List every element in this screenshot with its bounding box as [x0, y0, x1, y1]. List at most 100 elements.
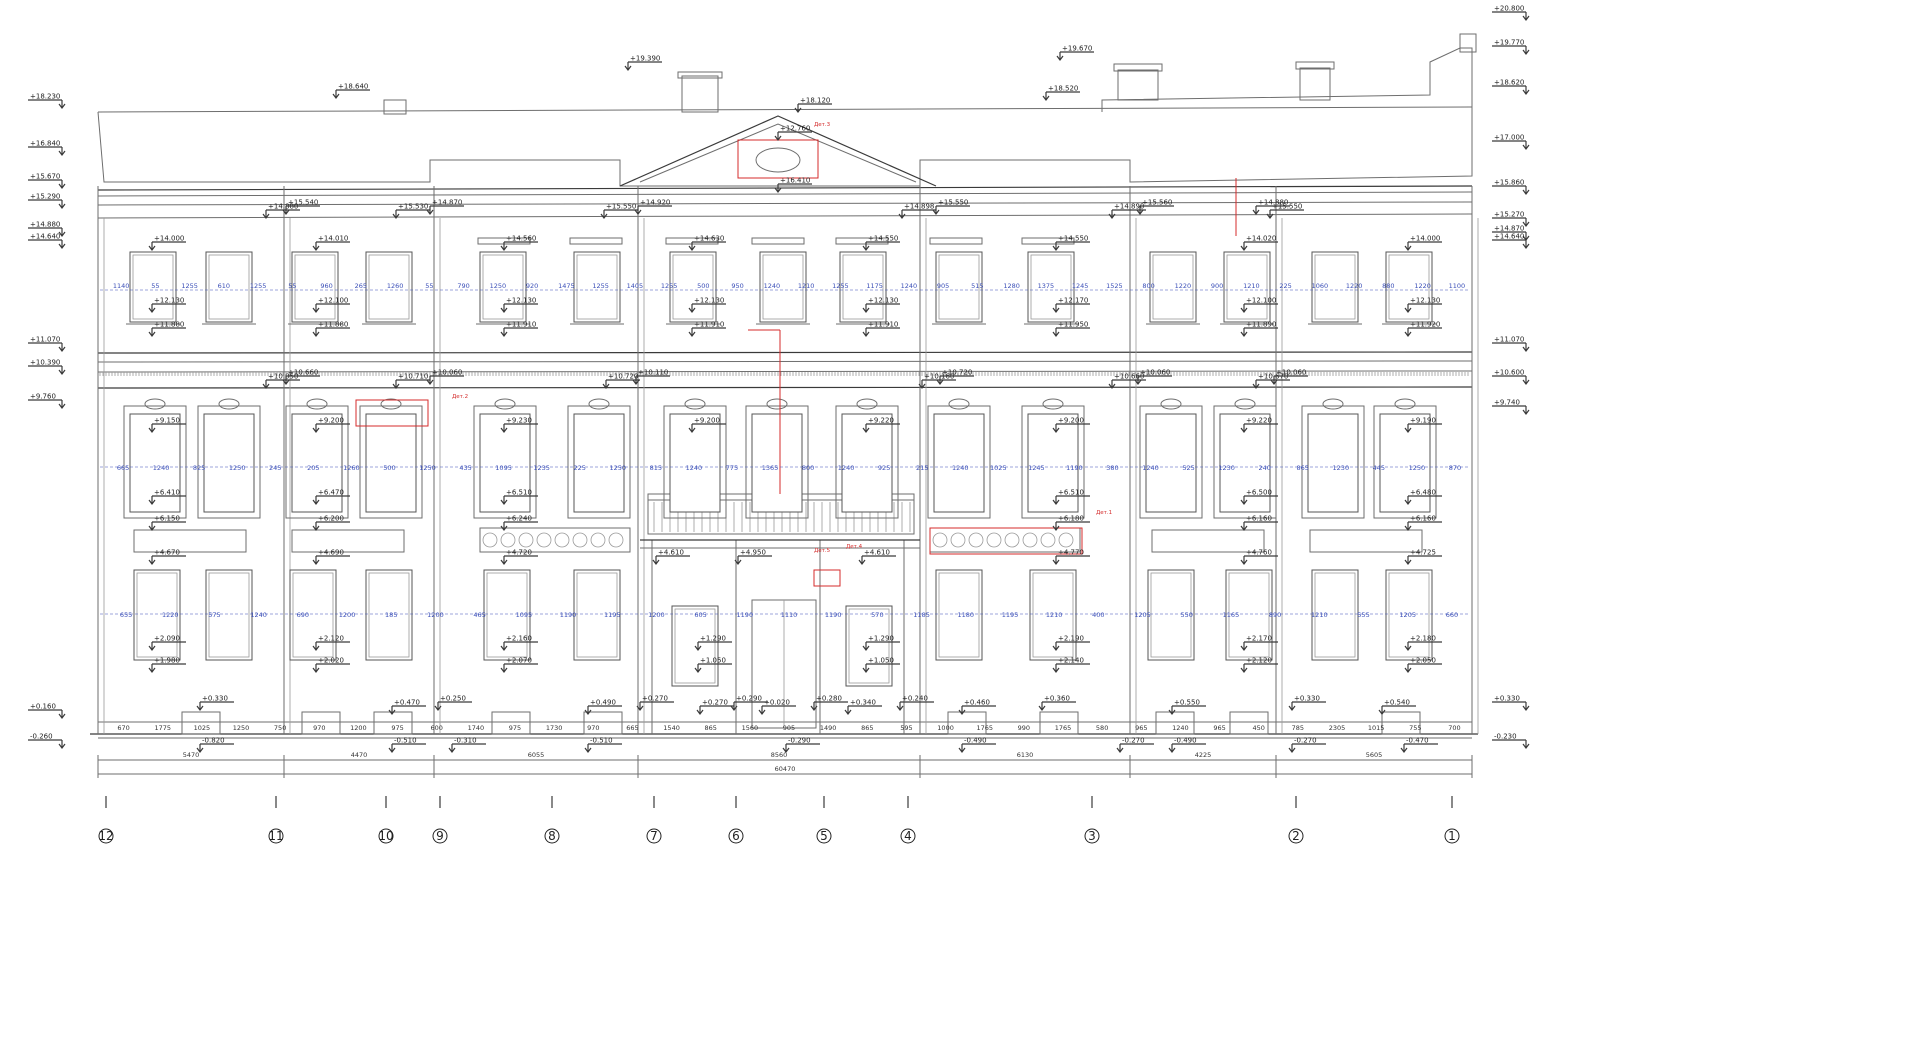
- mid-cornice-level: +10.660: [1114, 373, 1144, 381]
- plinth-dim: 700: [1448, 724, 1460, 732]
- upper-row-dim: 1255: [250, 282, 267, 290]
- bay-dim: 8560: [771, 751, 788, 759]
- ground-window: [1147, 569, 1195, 661]
- upper-sill-level: +12.130: [154, 297, 184, 305]
- upper-sill-level: +12.130: [694, 297, 724, 305]
- mid-cornice-level: +10.110: [638, 369, 668, 377]
- plinth-vent: [181, 711, 221, 735]
- ground-window-inner: [368, 572, 410, 658]
- upper-window-inner: [1226, 254, 1268, 320]
- lower-row-dim: 245: [269, 464, 281, 472]
- level-arrowhead: [196, 747, 204, 753]
- plinth-level: +0.490: [590, 699, 616, 707]
- upper-row-dim: 1210: [798, 282, 815, 290]
- level-arrowhead: [688, 245, 696, 251]
- upper-window: [365, 251, 413, 323]
- level-arrowhead: [58, 243, 66, 249]
- level-arrowhead: [148, 245, 156, 251]
- level-arrowhead: [1270, 379, 1278, 385]
- level-arrowhead: [1240, 307, 1248, 313]
- ground-base-level: +1.050: [700, 657, 726, 665]
- level-arrowhead: [312, 307, 320, 313]
- level-arrowhead: [196, 705, 204, 711]
- upper-sill-level: +12.170: [1058, 297, 1088, 305]
- lower-row-dim: 205: [307, 464, 319, 472]
- axis-label: 4: [904, 829, 912, 843]
- plinth-vent: [1229, 711, 1269, 735]
- lower-row-dim: 1250: [1409, 464, 1426, 472]
- level-arrowhead: [332, 93, 340, 99]
- upper-row-dim: 1100: [1449, 282, 1466, 290]
- lower-window-frame: [745, 405, 809, 519]
- panel: [1151, 529, 1265, 553]
- upper-window-inner: [208, 254, 250, 320]
- level-arrowhead: [600, 213, 608, 219]
- base-level: -0.270: [1122, 737, 1145, 745]
- panel: [1309, 529, 1423, 553]
- ground-window-inner: [1314, 572, 1356, 658]
- lower-row-dim: 445: [1373, 464, 1385, 472]
- upper-row-dim: 950: [731, 282, 743, 290]
- level-arrowhead: [1404, 667, 1412, 673]
- level-arrowhead: [500, 245, 508, 251]
- level-arrowhead: [500, 427, 508, 433]
- right-level-mark: +18.620: [1494, 79, 1524, 87]
- level-arrowhead: [148, 331, 156, 337]
- upper-window-inner: [842, 254, 884, 320]
- level-arrowhead: [500, 645, 508, 651]
- plinth-level: +0.020: [764, 699, 790, 707]
- ornament-scroll: [518, 532, 534, 548]
- lower-bottom-level: +6.180: [1058, 515, 1084, 523]
- level-arrowhead: [1168, 747, 1176, 753]
- bay-dim: 4225: [1195, 751, 1212, 759]
- level-arrowhead: [774, 135, 782, 141]
- axis-bubble: [900, 828, 916, 844]
- level-arrowhead: [148, 427, 156, 433]
- ground-base-level: +1.050: [868, 657, 894, 665]
- ground-row-dim: 1205: [1134, 611, 1151, 619]
- axis-label: 3: [1088, 829, 1096, 843]
- window-keystone-ornament: [380, 398, 402, 410]
- plinth-level: +0.270: [642, 695, 668, 703]
- total-dim: 60470: [775, 765, 796, 773]
- ground-base-level: +2.070: [506, 657, 532, 665]
- upper-row-dim: 1060: [1312, 282, 1329, 290]
- level-arrowhead: [58, 103, 66, 109]
- cornice-3: [97, 201, 1473, 206]
- ground-top-level: +4.690: [318, 549, 344, 557]
- window-keystone-ornament: [1160, 398, 1182, 410]
- base-level: -0.510: [590, 737, 613, 745]
- lower-top-level: +9.200: [318, 417, 344, 425]
- ground-bottom-level: +1.290: [868, 635, 894, 643]
- lower-window-frame: [567, 405, 631, 519]
- lower-window: [933, 413, 985, 513]
- lower-window: [1145, 413, 1197, 513]
- window-keystone-ornament: [766, 398, 788, 410]
- ground-bottom-level: +2.190: [1058, 635, 1084, 643]
- upper-row-dim: 1220: [1414, 282, 1431, 290]
- ground-row-dim: 1190: [560, 611, 577, 619]
- lower-row-dim: 825: [193, 464, 205, 472]
- level-arrowhead: [1522, 89, 1530, 95]
- upper-row-dim: 1175: [866, 282, 883, 290]
- axis-label: 10: [378, 829, 393, 843]
- ground-row-dim: 1220: [162, 611, 179, 619]
- level-arrowhead: [1052, 307, 1060, 313]
- upper-row-dim: 515: [971, 282, 983, 290]
- level-arrowhead: [918, 383, 926, 389]
- level-arrowhead: [1168, 709, 1176, 715]
- right-level-mark: +17.000: [1494, 134, 1524, 142]
- bay-dim: 6055: [528, 751, 545, 759]
- cornice-level-mark: +15.560: [1142, 199, 1172, 207]
- level-arrowhead: [1522, 243, 1530, 249]
- level-arrowhead: [1052, 245, 1060, 251]
- level-arrowhead: [388, 709, 396, 715]
- base-level: -0.290: [788, 737, 811, 745]
- level-arrowhead: [392, 383, 400, 389]
- bay-dim: 5605: [1366, 751, 1383, 759]
- ornament-scroll: [554, 532, 570, 548]
- level-arrowhead: [312, 645, 320, 651]
- lower-row-dim: 775: [726, 464, 738, 472]
- mid-cornice-level: +10.050: [268, 373, 298, 381]
